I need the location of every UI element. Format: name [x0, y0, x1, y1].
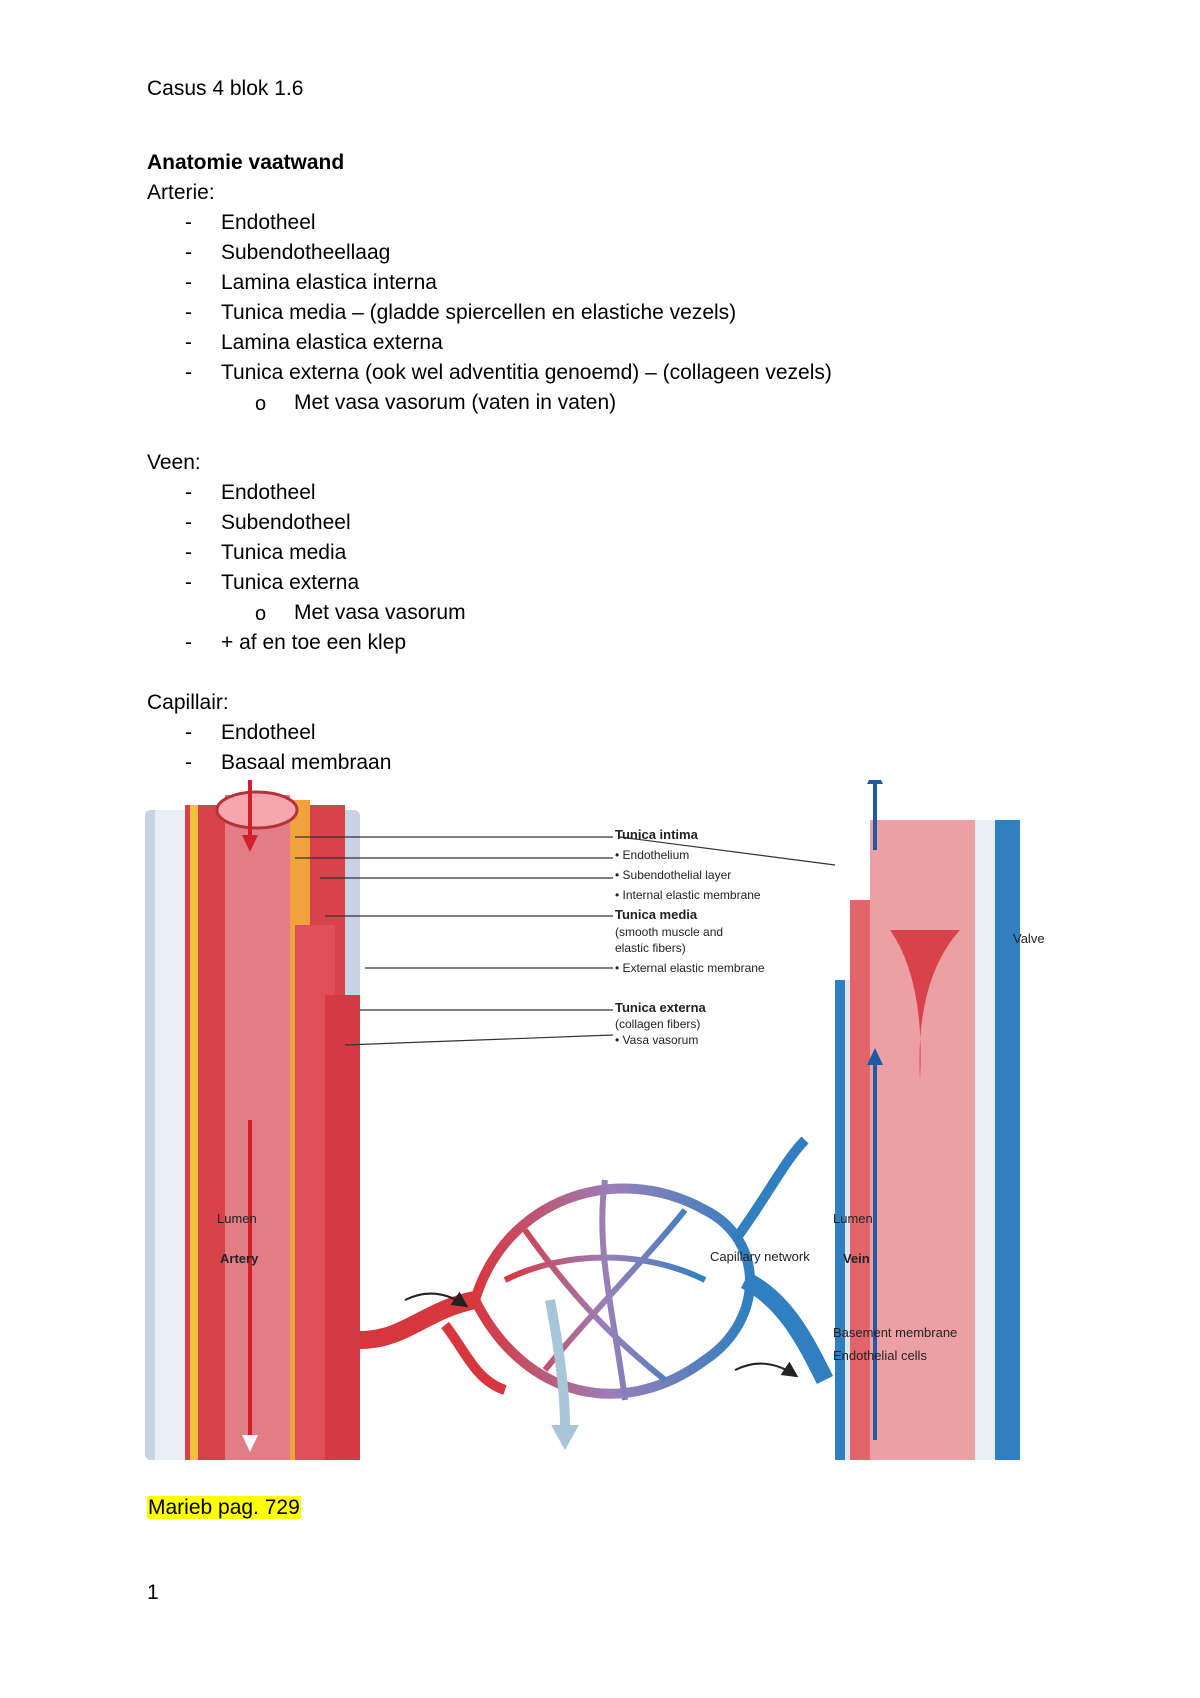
label-tunica-intima: Tunica intima [615, 827, 699, 842]
list-item: Endotheel [221, 211, 316, 234]
list-item: Lamina elastica interna [221, 271, 437, 294]
artery-lumen-opening [215, 790, 299, 830]
artery-illustration [145, 780, 360, 1460]
vein-valve [890, 930, 960, 1080]
list-dash: - [185, 241, 192, 264]
list-item: Endotheel [221, 721, 316, 744]
artery-arrow-head-lower [242, 1435, 258, 1452]
label-artery: Artery [220, 1251, 259, 1266]
list-item: Tunica externa [221, 571, 360, 594]
venule-branch [730, 1136, 809, 1243]
vein-intima [870, 820, 990, 1460]
capillary-heading: Capillair: [147, 691, 229, 714]
list-dash: - [185, 481, 192, 504]
sub-list-item: Met vasa vasorum (vaten in vaten) [294, 391, 617, 414]
list-dash: - [185, 271, 192, 294]
list-item: Tunica media [221, 541, 347, 564]
list-dash: - [185, 541, 192, 564]
list-dash: - [185, 571, 192, 594]
capillary-section-illustration [545, 1299, 579, 1450]
label-vein: Vein [843, 1251, 870, 1266]
zoom-arrow-head [551, 1425, 579, 1450]
label-lumen-artery: Lumen [217, 1211, 257, 1226]
label-externa-desc: (collagen fibers) [615, 1017, 700, 1031]
list-dash: - [185, 301, 192, 324]
venule [740, 1271, 834, 1385]
label-media-desc2: elastic fibers) [615, 941, 686, 955]
list-dash: - [185, 331, 192, 354]
zoom-arrow [545, 1299, 570, 1426]
label-lumen-vein: Lumen [833, 1211, 873, 1226]
list-item: Subendotheel [221, 511, 351, 534]
artery-external-elastic [190, 805, 198, 1460]
vein-illustration [835, 780, 1020, 1460]
capillary-network-illustration [359, 1136, 834, 1401]
label-media-desc1: (smooth muscle and [615, 925, 723, 939]
blood-vessel-diagram: Tunica intima • Endothelium • Subendothe… [145, 780, 1045, 1460]
arteriole [359, 1291, 477, 1349]
list-dash: - [185, 721, 192, 744]
flow-arrow-left [404, 1291, 469, 1308]
reference-highlight: Marieb pag. 729 [147, 1496, 301, 1519]
document-header: Casus 4 blok 1.6 [147, 77, 304, 100]
label-tunica-media: Tunica media [615, 907, 698, 922]
list-item: Basaal membraan [221, 751, 392, 774]
vein-heading: Veen: [147, 451, 201, 474]
list-item: Tunica externa (ook wel adventitia genoe… [221, 361, 832, 384]
reference-note: Marieb pag. 729 [147, 1496, 301, 1519]
vein-arrow-head-lower [867, 1048, 883, 1065]
label-endothelial-cells: Endothelial cells [833, 1348, 927, 1363]
list-dash: - [185, 511, 192, 534]
arteriole-branch [441, 1321, 507, 1395]
list-dash: - [185, 211, 192, 234]
vein-outer-wall-inner [975, 820, 995, 1460]
list-item: + af en toe een klep [221, 631, 407, 654]
label-valve: Valve [1013, 931, 1045, 946]
capillary-vessels [503, 1179, 707, 1401]
label-subendothelial: • Subendothelial layer [615, 868, 731, 882]
label-external-elastic: • External elastic membrane [615, 961, 765, 975]
list-item: Tunica media – (gladde spiercellen en el… [221, 301, 737, 324]
sub-bullet: o [255, 393, 267, 415]
label-endothelium: • Endothelium [615, 848, 689, 862]
label-tunica-externa: Tunica externa [615, 1000, 707, 1015]
section-title: Anatomie vaatwand [147, 151, 345, 174]
list-dash: - [185, 751, 192, 774]
sub-list-item: Met vasa vasorum [294, 601, 466, 624]
flow-arrow-right [734, 1361, 799, 1378]
sub-bullet: o [255, 603, 267, 625]
label-internal-elastic: • Internal elastic membrane [615, 888, 761, 902]
list-dash: - [185, 631, 192, 654]
leader-lines [295, 836, 836, 1046]
artery-heading: Arterie: [147, 181, 215, 204]
label-basement-membrane: Basement membrane [833, 1325, 957, 1340]
artery-intima [225, 795, 290, 1460]
vein-arrow-head [867, 780, 883, 784]
label-capillary-network: Capillary network [710, 1249, 810, 1264]
artery-step-2 [325, 995, 360, 1460]
artery-arrow-head [242, 835, 258, 852]
artery-externa-inner [155, 810, 185, 1460]
label-vasa-vasorum: • Vasa vasorum [615, 1033, 698, 1047]
page-number: 1 [147, 1581, 159, 1604]
list-item: Endotheel [221, 481, 316, 504]
list-dash: - [185, 361, 192, 384]
list-item: Lamina elastica externa [221, 331, 443, 354]
list-item: Subendotheellaag [221, 241, 391, 264]
